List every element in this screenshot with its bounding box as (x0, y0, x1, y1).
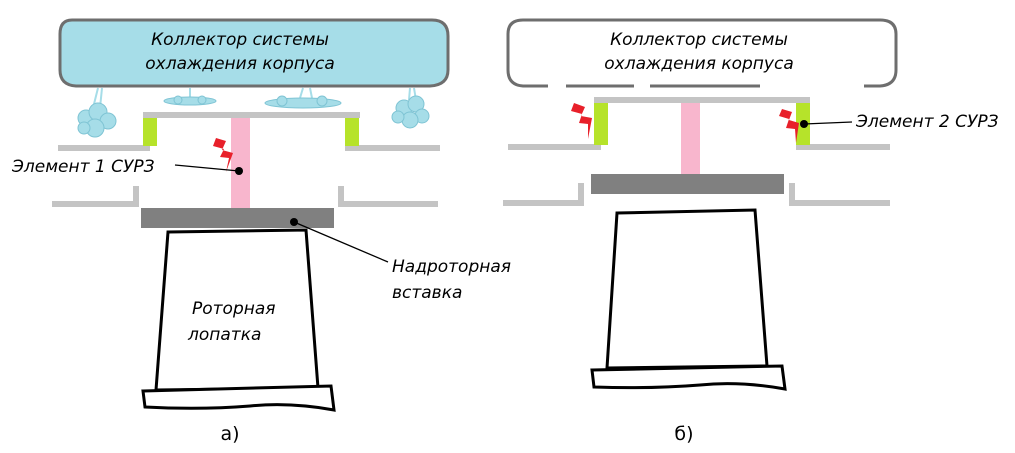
element1-rod (231, 118, 250, 209)
element2-left (594, 103, 608, 145)
support-right-a (345, 118, 359, 146)
air-puff-icon (163, 88, 217, 106)
collector-a-label-line1: Коллектор системы (151, 30, 329, 50)
air-puff-icon (391, 87, 430, 129)
overrotor-insert-b (591, 174, 784, 194)
casing-lower-right-b (789, 183, 890, 206)
blade-root-b (590, 364, 787, 391)
insert-label-line2: вставка (392, 283, 462, 303)
collector-b-label-line2: охлаждения корпуса (604, 54, 793, 74)
collector-a-label-line2: охлаждения корпуса (145, 54, 334, 74)
element2-dot (800, 120, 808, 128)
element1-label: Элемент 1 СУРЗ (11, 157, 155, 177)
support-left-a (143, 118, 157, 146)
lightning-bolt-icon (779, 109, 799, 143)
air-puff-icon (77, 87, 117, 138)
casing-upper-right-a (345, 145, 440, 151)
casing-upper-left-b (508, 144, 601, 150)
element2-label: Элемент 2 СУРЗ (855, 112, 999, 132)
caption-a: а) (220, 423, 239, 445)
element1-dot (235, 167, 243, 175)
rod-b (681, 103, 700, 174)
lightning-bolt-icon (571, 103, 592, 139)
blade-label-line1: Роторная (192, 299, 276, 319)
top-plate-a (143, 112, 360, 118)
overrotor-insert-a (141, 208, 334, 228)
casing-upper-right-b (796, 144, 890, 150)
element2-leader (803, 121, 853, 125)
collector-b (506, 18, 898, 88)
casing-lower-left-b (503, 183, 584, 206)
caption-b: б) (674, 423, 693, 445)
blade-label-line2: лопатка (187, 325, 261, 345)
element1-leader (174, 164, 240, 172)
collector-b-label-line1: Коллектор системы (610, 30, 788, 50)
casing-lower-left-a (52, 186, 139, 207)
insert-dot (290, 218, 298, 226)
blade-root-a (141, 384, 336, 412)
insert-label-line1: Надроторная (392, 257, 511, 277)
insert-leader (293, 221, 389, 263)
panel-a: Коллектор системы охлаждения корпуса (11, 18, 511, 445)
collector-a (58, 18, 450, 88)
casing-upper-left-a (58, 145, 150, 151)
rotor-blade-b (605, 208, 769, 370)
panel-b: Коллектор системы охлаждения корпуса Эле… (503, 18, 999, 445)
air-puff-icon (264, 87, 342, 109)
lightning-bolt-icon (213, 138, 233, 172)
top-plate-b (594, 97, 810, 103)
casing-lower-right-a (338, 186, 438, 207)
